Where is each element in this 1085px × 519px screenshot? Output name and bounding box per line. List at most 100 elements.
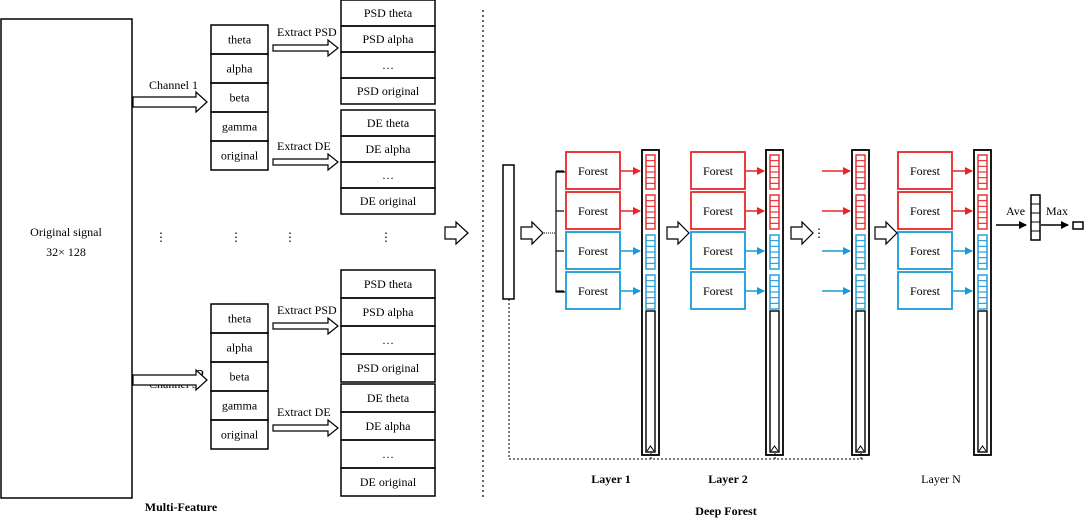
channel-32-band-theta: theta <box>210 303 269 334</box>
input-arrow <box>520 220 544 246</box>
vdots-2: ⋮ <box>230 230 242 244</box>
de-32-item-2: … <box>340 439 436 469</box>
svg-text:gamma: gamma <box>222 399 258 413</box>
to-deep-forest-arrow <box>444 220 469 246</box>
de-1-item-2: … <box>340 161 436 189</box>
extract-de-32: Extract DE <box>272 405 339 438</box>
svg-text:Forest: Forest <box>578 284 609 298</box>
svg-text:Forest: Forest <box>703 284 734 298</box>
svg-text:Extract PSD: Extract PSD <box>277 303 337 317</box>
channel-1-band-theta: theta <box>210 24 269 55</box>
forest-N-0: Forest <box>897 151 953 190</box>
de-1-item-1: DE alpha <box>340 135 436 163</box>
forest-2-0: Forest <box>690 151 746 190</box>
svg-text:Extract DE: Extract DE <box>277 405 331 419</box>
psd-32-item-2: … <box>340 325 436 355</box>
svg-text:DE alpha: DE alpha <box>366 419 412 433</box>
svg-text:theta: theta <box>228 33 252 47</box>
forest-1-1: Forest <box>565 191 621 230</box>
extract-psd-1: Extract PSD <box>272 25 339 58</box>
max-output <box>1072 221 1084 230</box>
deep-forest-label: Deep Forest <box>695 504 756 518</box>
multi-feature-label: Multi-Feature <box>145 500 218 514</box>
channel-32-band-gamma: gamma <box>210 390 269 421</box>
svg-text:original: original <box>221 149 259 163</box>
layer-gap-dots: ⋮ <box>813 226 825 240</box>
channel-1-band-alpha: alpha <box>210 53 269 84</box>
svg-text:alpha: alpha <box>227 62 254 76</box>
channel-32-band-original: original <box>210 419 269 450</box>
svg-text:…: … <box>382 333 394 347</box>
layer-gap-vector <box>851 149 870 456</box>
channel-1-arrow <box>132 90 208 114</box>
ave-vector <box>1030 194 1041 241</box>
de-list-32: DE theta DE alpha … DE original <box>340 383 436 497</box>
forest-N-1: Forest <box>897 191 953 230</box>
forest-2-2: Forest <box>690 231 746 270</box>
channel-1-band-beta: beta <box>210 82 269 113</box>
vdots-4: ⋮ <box>380 230 392 244</box>
layer-2-vector <box>765 149 784 456</box>
psd-32-item-3: PSD original <box>340 353 436 383</box>
channel-32-band-beta: beta <box>210 361 269 392</box>
layer-1-bracket <box>555 171 566 293</box>
psd-1-item-1: PSD alpha <box>340 25 436 53</box>
svg-text:Forest: Forest <box>910 204 941 218</box>
de-32-item-3: DE original <box>340 467 436 497</box>
layer-1-label: Layer 1 <box>591 472 630 486</box>
feedback-line <box>508 299 864 460</box>
de-1-item-3: DE original <box>340 187 436 215</box>
layers: ForestForestForestForestForestForestFore… <box>556 149 992 456</box>
forest-N-3: Forest <box>897 271 953 310</box>
svg-text:DE original: DE original <box>360 475 417 489</box>
max-label: Max <box>1046 204 1068 218</box>
svg-text:Forest: Forest <box>703 164 734 178</box>
svg-text:…: … <box>382 168 394 182</box>
vdots-3: ⋮ <box>284 230 296 244</box>
forest-1-0: Forest <box>565 151 621 190</box>
svg-text:PSD original: PSD original <box>357 361 420 375</box>
psd-32-item-0: PSD theta <box>340 269 436 299</box>
svg-text:Forest: Forest <box>703 204 734 218</box>
svg-text:beta: beta <box>230 370 251 384</box>
svg-text:Forest: Forest <box>703 244 734 258</box>
ave-label: Ave <box>1006 204 1025 218</box>
layer-1-vector <box>641 149 660 456</box>
de-1-item-0: DE theta <box>340 109 436 137</box>
input-vector <box>502 164 515 300</box>
psd-1-item-2: … <box>340 51 436 79</box>
svg-text:PSD alpha: PSD alpha <box>363 305 415 319</box>
forest-1-3: Forest <box>565 271 621 310</box>
svg-text:PSD alpha: PSD alpha <box>363 32 415 46</box>
layer-arrow-2 <box>790 220 814 246</box>
layer-N-vector <box>973 149 992 456</box>
svg-text:theta: theta <box>228 312 252 326</box>
svg-text:Forest: Forest <box>910 164 941 178</box>
channel-1-band-original: original <box>210 140 269 171</box>
layer-arrow-N <box>874 220 898 246</box>
de-32-item-1: DE alpha <box>340 411 436 441</box>
channel-32-band-alpha: alpha <box>210 332 269 363</box>
svg-text:DE original: DE original <box>360 194 417 208</box>
svg-text:alpha: alpha <box>227 341 254 355</box>
svg-text:DE theta: DE theta <box>367 391 410 405</box>
svg-text:PSD theta: PSD theta <box>364 6 413 20</box>
layer-arrow-1 <box>666 220 690 246</box>
svg-text:original: original <box>221 428 259 442</box>
layer-2-label: Layer 2 <box>708 472 747 486</box>
svg-text:Extract PSD: Extract PSD <box>277 25 337 39</box>
channel-32-arrow <box>132 368 208 392</box>
svg-text:Forest: Forest <box>578 244 609 258</box>
vdots-1: ⋮ <box>155 230 167 244</box>
forest-2-3: Forest <box>690 271 746 310</box>
forest-2-1: Forest <box>690 191 746 230</box>
original-signal-label: Original signal <box>30 225 102 239</box>
extract-de-1: Extract DE <box>272 139 339 172</box>
